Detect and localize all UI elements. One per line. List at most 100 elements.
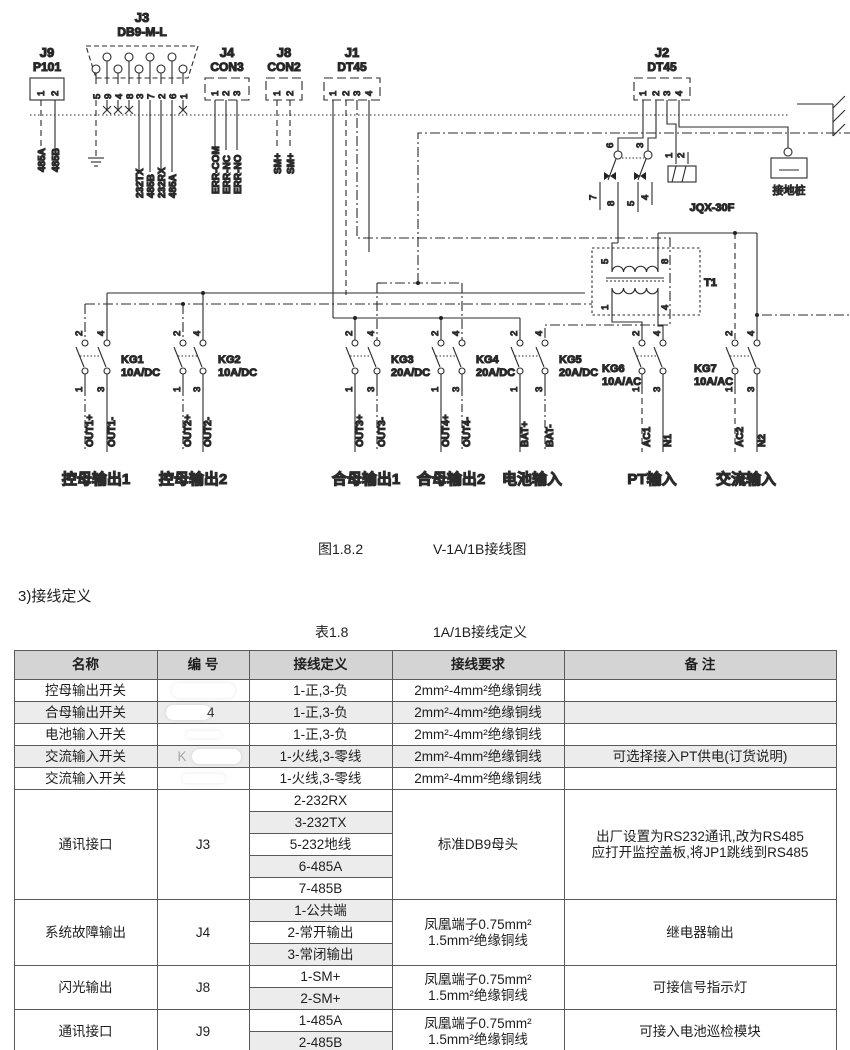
table-row: 3-常闭输出	[14, 943, 836, 966]
pin-number: 4	[674, 91, 685, 96]
definition-cell: 1-正,3-负	[248, 701, 393, 724]
unused-pin-marks	[102, 100, 188, 115]
pin-number: 5	[626, 201, 637, 206]
code-cell: J3	[156, 789, 250, 900]
switch-KG5: 2 4 1 3 BAT+ BAT- KG5 20A/DC 电池输入	[501, 330, 598, 488]
table-row: 交流输入开关 K 1-火线,3-零线 2mm²-4mm²绝缘铜线 可选择接入PT…	[13, 745, 837, 768]
name-cell: 交流输入开关	[13, 745, 158, 768]
pin-number: 4	[366, 331, 377, 336]
pin-number: 2	[509, 331, 520, 336]
pin-number: 6	[168, 94, 179, 99]
pin-number: 4	[534, 331, 545, 336]
switch-caption: 电池输入	[502, 470, 562, 488]
pin-number: 5	[92, 94, 103, 99]
connector-label: J1	[345, 45, 359, 60]
relay-label: JQX-30F	[690, 202, 735, 214]
definition-cell: 1-SM+	[248, 965, 393, 988]
definition-cell: 1-火线,3-零线	[248, 745, 393, 768]
connector-J8: J8 CON2 1 2 SM+ SM+	[265, 44, 303, 175]
table-row: 控母输出开关 1-正,3-负 2mm²-4mm²绝缘铜线	[13, 679, 837, 702]
pin-number: 6	[605, 143, 616, 148]
note-cell	[563, 723, 837, 746]
wiring-definition-table: 名称 编 号 接线定义 接线要求 备 注 控母输出开关 1-正,3-负 2mm²…	[13, 650, 837, 1050]
wire-label: N1	[663, 434, 674, 447]
note-cell	[563, 767, 837, 790]
wires-J1	[332, 100, 671, 340]
pin-number: 1	[600, 305, 611, 310]
left-buses	[84, 291, 592, 340]
pin-number: 8	[606, 201, 617, 206]
transformer-label: T1	[704, 277, 717, 289]
note-cell: 可接信号指示灯	[563, 965, 837, 1010]
code-cell: J4	[156, 899, 250, 966]
connector-sublabel: CON2	[267, 60, 301, 74]
table-number: 表1.8	[315, 624, 349, 640]
pin-number: 3	[96, 387, 107, 392]
pin-number: 4	[451, 331, 462, 336]
switch-rating: 20A/DC	[476, 367, 515, 379]
note-cell: 继电器输出	[563, 899, 837, 966]
switch-caption: 合母输出1	[331, 470, 400, 488]
switch-KG6: 2 4 1 3 AC1 N1 KG6 10A/AC PT输入	[601, 330, 677, 488]
wire-label: OUT1-	[107, 417, 118, 447]
header-name: 名称	[13, 650, 158, 680]
definition-cell: 1-公共端	[248, 899, 393, 922]
pin-number: 1	[638, 91, 649, 96]
pin-number: 2	[172, 331, 183, 336]
wire-label: OUT2+	[183, 414, 194, 447]
code-cell: J8	[156, 965, 250, 1010]
switch-caption: PT输入	[627, 470, 676, 488]
wiring-diagram: J9 P101 1 2 485A 485B J3 DB9-M-L 5 9 4 8…	[29, 9, 850, 489]
pin-number: 2	[724, 331, 735, 336]
table-row: 通讯接口 J3 2-232RX 标准DB9母头 出厂设置为RS232通讯,改为R…	[13, 789, 837, 900]
pin-number: 8	[660, 259, 671, 264]
pin-number: 5	[600, 259, 611, 264]
code-cell: 4	[156, 701, 250, 724]
definition-cell: 1-正,3-负	[248, 679, 393, 702]
requirement-cell: 2mm²-4mm²绝缘铜线	[391, 679, 565, 702]
pin-number: 1	[210, 91, 221, 96]
relay-JQX-30F: 6 3 7 8 5 4 1 2 JQX-30F	[587, 142, 735, 243]
pin-number: 4	[364, 91, 375, 96]
pin-number: 3	[135, 94, 146, 99]
pin-number: 7	[588, 195, 599, 200]
pin-number: 7	[146, 94, 157, 99]
pin-number: 3	[451, 387, 462, 392]
pin-number: 2	[341, 91, 352, 96]
switch-rating: 20A/DC	[391, 367, 430, 379]
wire-label: 485B	[51, 148, 62, 172]
code-cell	[156, 767, 250, 790]
table-row: 6-485A	[14, 855, 836, 878]
wire-label: AC2	[735, 427, 746, 447]
switch-KG7: 2 4 1 3 AC2 N2 KG7 10A/AC 交流输入	[693, 330, 776, 488]
definition-cell: 1-正,3-负	[248, 723, 393, 746]
switch-rating: 10A/DC	[218, 367, 257, 379]
pin-number: 1	[631, 387, 642, 392]
switch-id: KG6	[602, 363, 625, 375]
table-row: 系统故障输出 J4 1-公共端 凤凰端子0.75mm² 1.5mm²绝缘铜线 继…	[13, 899, 837, 966]
figure-caption: 图1.8.2 V-1A/1B接线图	[0, 539, 850, 559]
pin-number: 8	[125, 94, 136, 99]
definition-cell: 3-232TX	[248, 811, 393, 834]
switch-rating: 10A/AC	[694, 376, 733, 388]
requirement-cell: 凤凰端子0.75mm² 1.5mm²绝缘铜线	[391, 965, 565, 1010]
switch-id: KG3	[391, 354, 414, 366]
switch-caption: 合母输出2	[416, 470, 485, 488]
pin-number: 4	[746, 331, 757, 336]
connector-sublabel: DT45	[647, 60, 677, 74]
ground-stud: 接地桩	[770, 147, 808, 198]
definition-cell: 5-232地线	[248, 833, 393, 856]
pin-number: 2	[344, 331, 355, 336]
header-definition: 接线定义	[248, 650, 393, 680]
pin-number: 1	[74, 387, 85, 392]
pin-number: 4	[192, 331, 203, 336]
note-cell: 出厂设置为RS232通讯,改为RS485 应打开监控盖板,将JP1跳线到RS48…	[563, 789, 837, 900]
pin-number: 1	[344, 387, 355, 392]
switch-KG2: 2 4 1 3 OUT2+ OUT2- KG2 10A/DC 控母输出2	[158, 330, 257, 488]
connector-J2: J2 DT45 1 2 3 4	[617, 44, 789, 164]
code-fragment: 4	[206, 704, 215, 720]
definition-cell: 2-SM+	[248, 987, 393, 1010]
switch-caption: 控母输出1	[62, 470, 130, 488]
requirement-cell: 2mm²-4mm²绝缘铜线	[391, 723, 565, 746]
table-row: 通讯接口 J9 1-485A 凤凰端子0.75mm² 1.5mm²绝缘铜线 可接…	[13, 1009, 837, 1050]
